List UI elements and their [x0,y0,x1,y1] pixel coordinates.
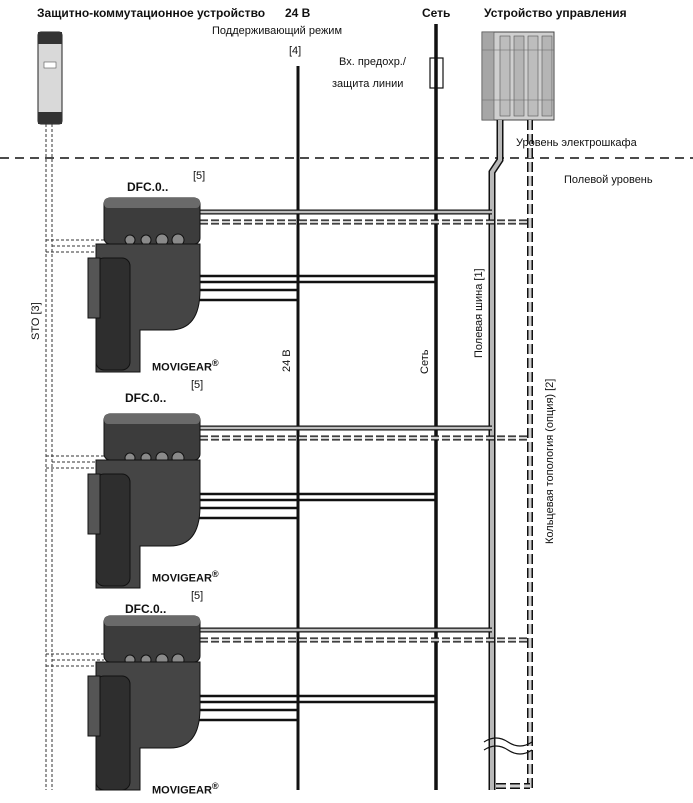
fieldbus-label: Полевая шина [1] [473,268,485,358]
unit-3-brand-label: MOVIGEAR® [152,781,219,797]
line-break-icon [483,737,533,755]
control-unit [481,31,555,121]
cabinet-level-label: Уровень электрошкафа [516,137,637,149]
fieldbus-line [488,120,504,790]
unit-1-ref-label: [5] [193,170,206,182]
unit-2-ref-label: [5] [191,379,204,391]
sto-line [45,124,104,790]
ref-4-label: [4] [289,45,302,57]
ring-topology-label: Кольцевая топология (опция) [2] [544,378,556,544]
support-mode-label: Поддерживающий режим [212,25,343,37]
safety-device-title: Защитно-коммутационное устройство [37,6,266,20]
sto-label: STO [3] [30,302,42,340]
v24-vertical-label: 24 В [281,349,293,372]
unit-1-dfc-label: DFC.0.. [127,180,169,194]
safety-switching-device [37,31,63,125]
unit-2 [87,413,530,589]
unit-2-brand-label: MOVIGEAR® [152,569,219,585]
unit-1-brand-label: MOVIGEAR® [152,358,219,374]
v24-title: 24 В [285,6,311,20]
unit-3 [87,615,530,791]
fuse-label-line2: защита линии [332,78,404,90]
unit-2-dfc-label: DFC.0.. [125,391,167,405]
ring-topology-line [496,120,533,790]
unit-3-ref-label: [5] [191,590,204,602]
network-title: Сеть [422,6,451,20]
controller-title: Устройство управления [484,6,627,20]
fuse-label-line1: Вх. предохр./ [339,56,406,68]
unit-3-dfc-label: DFC.0.. [125,602,167,616]
field-level-label: Полевой уровень [564,174,653,186]
network-vertical-label: Сеть [419,349,431,374]
unit-1 [87,197,530,373]
